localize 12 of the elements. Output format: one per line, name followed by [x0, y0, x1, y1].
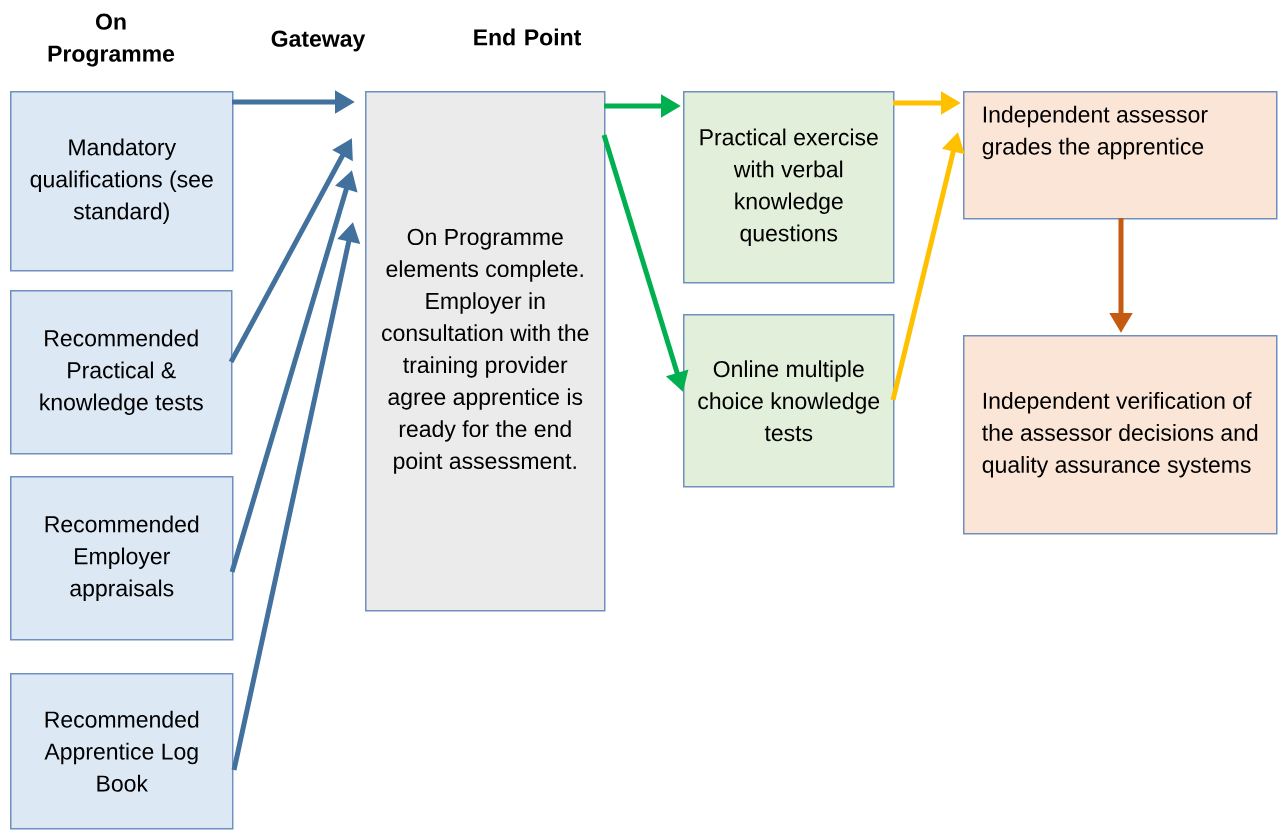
process-box: On Programme elements complete. Employer in consultation with the training provider agree apprentice is ready for the end point assessment.	[365, 91, 606, 612]
column-heading: Gateway	[271, 30, 366, 52]
process-box: Recommended Apprentice Log Book	[10, 673, 234, 830]
column-heading: End Point	[474, 28, 582, 46]
process-box: Practical exercise with verbal knowledge questions	[683, 91, 895, 284]
process-box: Independent verification of the assessor decisions and quality assurance systems	[963, 335, 1278, 535]
process-box: Mandatory qualifications (see standard)	[10, 91, 234, 272]
process-box: Recommended Employer appraisals	[10, 476, 234, 641]
process-box: Online multiple choice knowledge tests	[683, 314, 895, 488]
process-box: Recommended Practical & knowledge tests	[10, 290, 233, 455]
process-box: Independent assessor grades the apprentice	[963, 91, 1278, 220]
column-heading: On Programme	[48, 13, 175, 67]
